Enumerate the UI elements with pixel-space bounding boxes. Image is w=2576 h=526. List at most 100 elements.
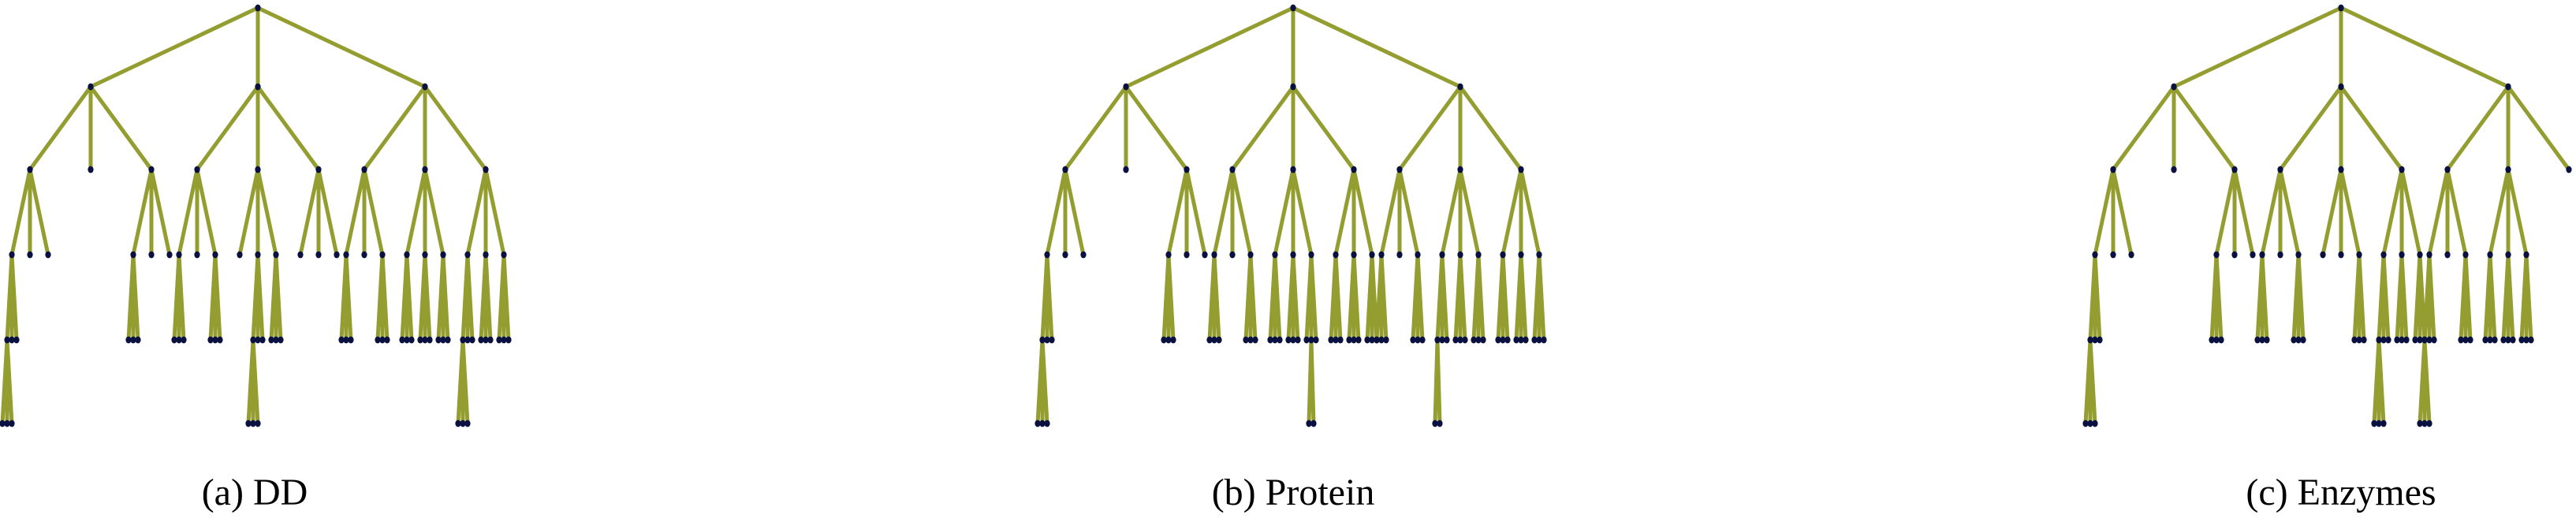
tree-node [2523, 336, 2529, 344]
tree-edge [404, 252, 414, 342]
tree-node [2487, 336, 2493, 344]
tree-node [2259, 251, 2265, 259]
tree-node [2351, 336, 2358, 344]
tree-edge [483, 167, 506, 257]
tree-node [4, 420, 10, 427]
tree-node [1378, 251, 1385, 259]
tree-edge [1397, 84, 1463, 172]
tree-node [2110, 166, 2116, 173]
tree-node [1295, 336, 1301, 344]
tree-node [1513, 336, 1519, 344]
tree-edge [344, 167, 367, 257]
tree-node [148, 166, 155, 173]
tree-node [1272, 251, 1278, 259]
tree-node [348, 336, 354, 344]
tree-node [384, 336, 390, 344]
tree-node [237, 251, 243, 259]
tree-node [2444, 251, 2451, 259]
tree-node [404, 251, 410, 259]
tree-node [1415, 336, 1421, 344]
tree-node [379, 251, 386, 259]
tree-node [1452, 336, 1459, 344]
tree-node [1044, 420, 1050, 427]
tree-edge [1435, 338, 1442, 426]
tree-edge [1230, 167, 1253, 257]
tree-node [2110, 251, 2116, 259]
tree-edge [2214, 167, 2237, 257]
tree-edge [131, 252, 140, 342]
tree-node [250, 336, 256, 344]
tree-node [125, 336, 132, 344]
tree-node [1434, 336, 1441, 344]
tree-edge [1379, 252, 1389, 342]
tree-node [148, 251, 155, 259]
tree-node [1536, 251, 1542, 259]
tree-edge [465, 167, 488, 257]
tree-node [1165, 251, 1172, 259]
tree-node [2426, 336, 2432, 344]
tree-node [1277, 336, 1283, 344]
tree-node [2277, 166, 2283, 173]
tree-node [1457, 83, 1463, 91]
tree-edge [1309, 252, 1318, 342]
tree-edge [1500, 167, 1523, 257]
tree-node [505, 336, 512, 344]
tree-edge [1309, 338, 1316, 426]
tree-node [2291, 336, 2297, 344]
tree-node [1165, 336, 1172, 344]
tree-edge [237, 167, 260, 257]
tree-node [1184, 166, 1190, 173]
tree-edge [1458, 84, 1523, 172]
tree-node [273, 336, 279, 344]
tree-node [408, 336, 415, 344]
tree-node [1369, 336, 1375, 344]
tree-edge [1440, 252, 1449, 342]
tree-node [2505, 336, 2511, 344]
tree-node [27, 251, 33, 259]
tree-node [1346, 336, 1352, 344]
tree-edge [1273, 252, 1282, 342]
tree-edge [2172, 6, 2343, 89]
tree-node [435, 336, 442, 344]
tree-node [1471, 336, 1477, 344]
tree-edge [1063, 84, 1128, 172]
tree-node [1500, 251, 1506, 259]
tree-nodes [1035, 4, 1547, 427]
tree-nodes [0, 4, 512, 427]
tree-node [1475, 251, 1482, 259]
tree-node [1444, 336, 1450, 344]
tree-node [2380, 336, 2387, 344]
tree-node [2426, 420, 2432, 427]
tree-node [9, 251, 15, 259]
tree-node [2421, 420, 2428, 427]
tree-edge [274, 252, 283, 342]
tree-node [1419, 336, 1426, 344]
tree-root-node [1290, 4, 1296, 12]
tree-node [464, 420, 471, 427]
tree-edge [213, 252, 222, 342]
tree-node [130, 336, 136, 344]
tree-edge [2278, 84, 2343, 172]
tree-edge [195, 167, 218, 257]
tree-node [4, 336, 10, 344]
tree-node [375, 336, 381, 344]
tree-node [1439, 336, 1445, 344]
tree-edge [1184, 167, 1207, 257]
tree-node [2500, 336, 2507, 344]
tree-edge [5, 338, 14, 426]
tree-edge [1537, 252, 1546, 342]
tree-node [1355, 336, 1362, 344]
tree-edge [2506, 167, 2529, 257]
tree-node [417, 336, 423, 344]
tree-edge [404, 167, 427, 257]
tree-node [422, 336, 428, 344]
tree-edge [423, 167, 445, 257]
tree-node [2380, 420, 2387, 427]
tree-node [212, 336, 218, 344]
tree-node [2417, 420, 2423, 427]
tree-node [1206, 336, 1213, 344]
tree-node [2213, 251, 2220, 259]
tree-edge [88, 6, 260, 89]
tree-node [1457, 251, 1463, 259]
